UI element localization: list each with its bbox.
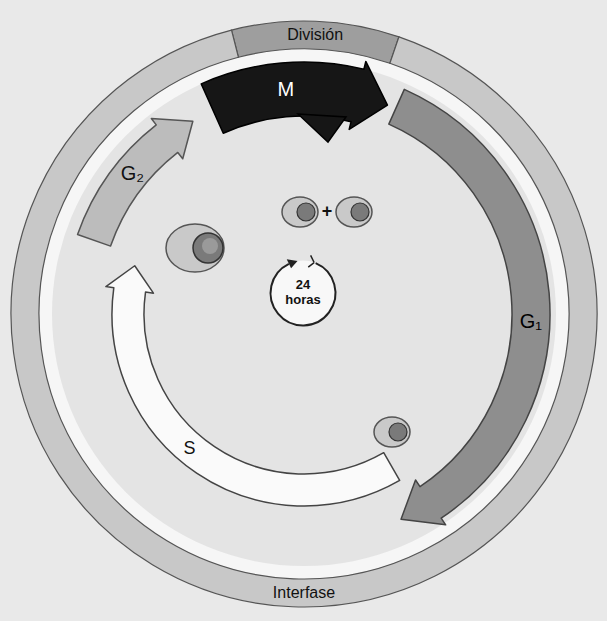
plus-sign: +: [322, 201, 333, 222]
mitosis-label: M: [278, 77, 295, 100]
cycle-tail: [308, 255, 314, 267]
cell-nucleus: [351, 203, 369, 221]
cell-body: [166, 224, 224, 272]
s-arrow-shape: [103, 263, 401, 508]
cell-nucleus: [297, 203, 315, 221]
mitosis-arrow-shape: [199, 59, 390, 144]
interphase-ring-outline: [11, 30, 597, 607]
cycle-arrowhead: [287, 259, 298, 268]
s-arrow-outline: [106, 266, 400, 506]
mitosis-arrow-outline: [201, 61, 387, 133]
g1-cell: [374, 417, 410, 447]
interphase-ring: Interfase: [9, 28, 600, 609]
division-notch: [298, 114, 346, 142]
interphase-label: Interfase: [273, 584, 335, 602]
inner-gap-ring: [39, 49, 569, 579]
cell-nucleolus: [202, 238, 218, 254]
s-arrow: S: [103, 263, 401, 508]
inner-disc: [52, 62, 556, 566]
cycle-arrow: [271, 263, 336, 325]
s-label: S: [183, 437, 195, 458]
duration-label: 24 horas: [280, 278, 326, 308]
cell-nucleus: [193, 233, 223, 263]
timer-disc: [271, 261, 336, 326]
g1-label: G₁: [520, 309, 542, 332]
division-band: División: [229, 19, 401, 66]
mitosis-arrow: M: [199, 59, 390, 144]
cell-nucleus: [389, 423, 407, 441]
division-label: División: [287, 26, 343, 44]
daughter-cell: [282, 197, 318, 227]
division-band-outline: [232, 21, 399, 63]
duration-circle: 24 horas: [268, 253, 337, 328]
g2-label: G₂: [121, 162, 144, 185]
daughter-cell: [336, 197, 372, 227]
interphase-ring-shape: [9, 28, 600, 609]
